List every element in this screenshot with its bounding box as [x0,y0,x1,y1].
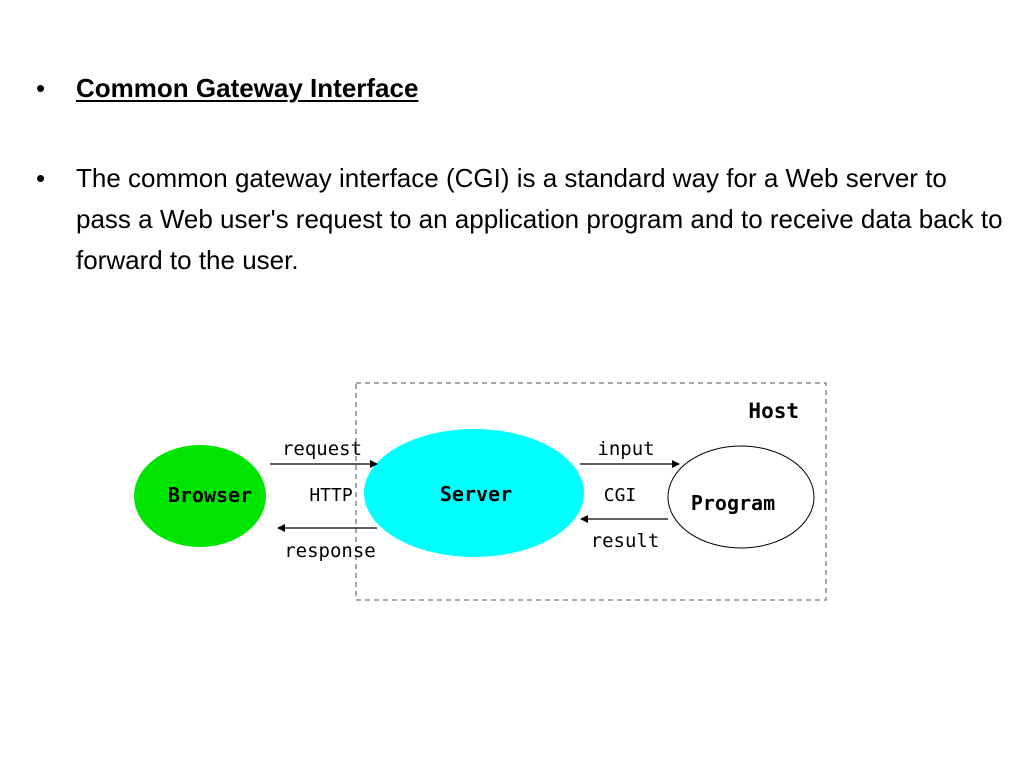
browser-label: Browser [168,483,252,507]
request-label: request [282,438,362,460]
http-label: HTTP [309,485,353,506]
program-node [667,445,815,549]
program-label: Program [691,491,775,515]
host-boundary [355,382,827,601]
host-label: Host [748,399,799,423]
description-text: The common gateway interface (CGI) is a … [76,163,1003,275]
bullet-description: • The common gateway interface (CGI) is … [36,158,1006,281]
bullet-heading: • Common Gateway Interface [36,68,1006,109]
cgi-label: CGI [604,485,637,506]
browser-node [134,445,266,547]
bullet-marker: • [36,163,46,193]
slide-heading: Common Gateway Interface [76,73,419,103]
server-node [364,429,584,557]
server-label: Server [440,482,512,506]
input-label: input [597,438,654,460]
result-label: result [591,530,660,552]
bullet-marker: • [36,73,46,103]
bullet-list: • Common Gateway Interface • The common … [36,68,1006,281]
response-label: response [284,540,376,562]
